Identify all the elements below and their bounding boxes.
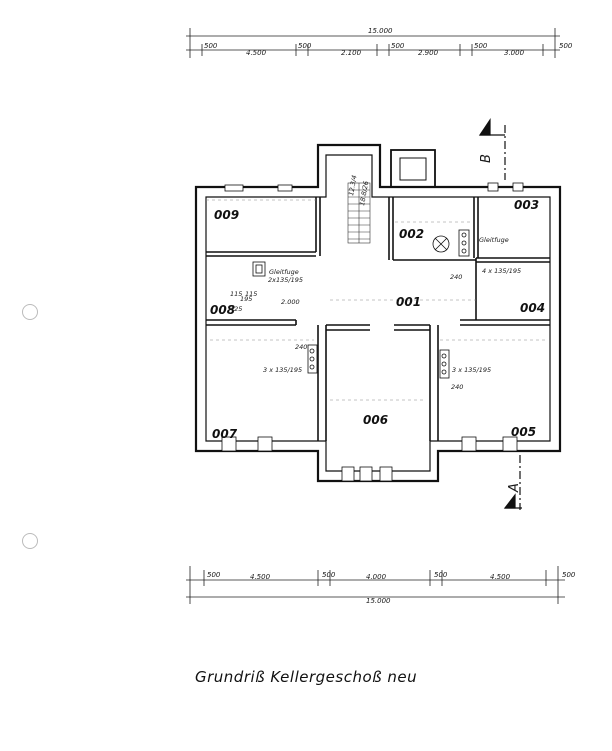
outer-walls — [194, 143, 562, 483]
windows — [221, 182, 524, 482]
room-005: 005 — [511, 425, 536, 439]
dim-115b: 115 — [245, 290, 257, 298]
bottom-dim-6: 4.500 — [490, 573, 511, 581]
room-004: 004 — [520, 301, 545, 315]
bottom-dim-1: 500 — [207, 571, 221, 579]
wall-units — [252, 229, 470, 379]
top-dim-3: 500 — [298, 42, 312, 50]
stair-note-2: 18.8/26 — [358, 180, 370, 206]
dim-115a: 115 — [230, 290, 242, 298]
bottom-total-dim: 15.000 — [366, 597, 391, 605]
room-003: 003 — [514, 198, 539, 212]
room-007: 007 — [212, 427, 238, 441]
punch-hole-top — [22, 304, 38, 320]
gleitfuge-note-2: Gleitfuge — [479, 236, 509, 244]
dim-240a: 240 — [450, 273, 462, 281]
hatching — [206, 199, 546, 401]
top-dim-5: 500 — [391, 42, 405, 50]
section-label-b: B — [479, 154, 494, 163]
fan-icon — [432, 235, 450, 253]
dim-240b: 240 — [295, 343, 307, 351]
top-dim-6: 2.900 — [418, 49, 439, 57]
top-dim-1: 500 — [204, 42, 218, 50]
room-006: 006 — [363, 413, 388, 427]
room-009: 009 — [214, 208, 239, 222]
punch-hole-bottom — [22, 533, 38, 549]
bottom-dim-4: 4.000 — [366, 573, 387, 581]
room-001: 001 — [396, 295, 421, 309]
window-note-005: 3 x 135/195 — [452, 366, 491, 374]
top-dimension-chain — [186, 28, 560, 58]
stair — [347, 182, 371, 244]
section-mark-a — [503, 455, 522, 510]
bottom-dim-2: 4.500 — [250, 573, 271, 581]
room-008: 008 — [210, 303, 235, 317]
section-mark-b — [478, 118, 506, 180]
room-002: 002 — [399, 227, 424, 241]
top-dim-9: 500 — [559, 42, 573, 50]
bottom-dimension-chain — [186, 566, 565, 604]
top-dim-4: 2.100 — [341, 49, 362, 57]
gleitfuge-note-1b: 2x135/195 — [268, 276, 303, 284]
dim-425: 425 — [230, 305, 242, 313]
stair-note-1: 12.3/4 — [347, 174, 358, 196]
top-dim-2: 4.500 — [246, 49, 267, 57]
window-note-004: 4 x 135/195 — [482, 267, 521, 275]
top-total-dim: 15.000 — [368, 27, 393, 35]
dim-195: 195 — [240, 295, 252, 303]
drawing-title: Grundriß Kellergeschoß neu — [195, 668, 417, 686]
dim-240c: 240 — [451, 383, 463, 391]
section-label-a: A — [507, 483, 522, 493]
top-dim-8: 3.000 — [504, 49, 525, 57]
interior-walls — [206, 197, 550, 441]
bottom-dim-7: 500 — [562, 571, 576, 579]
window-note-007: 3 x 135/195 — [263, 366, 302, 374]
dim-2000: 2.000 — [281, 298, 300, 306]
bottom-dim-3: 500 — [322, 571, 336, 579]
bottom-dim-5: 500 — [434, 571, 448, 579]
top-dim-7: 500 — [474, 42, 488, 50]
gleitfuge-note-1: Gleitfuge — [269, 268, 299, 276]
